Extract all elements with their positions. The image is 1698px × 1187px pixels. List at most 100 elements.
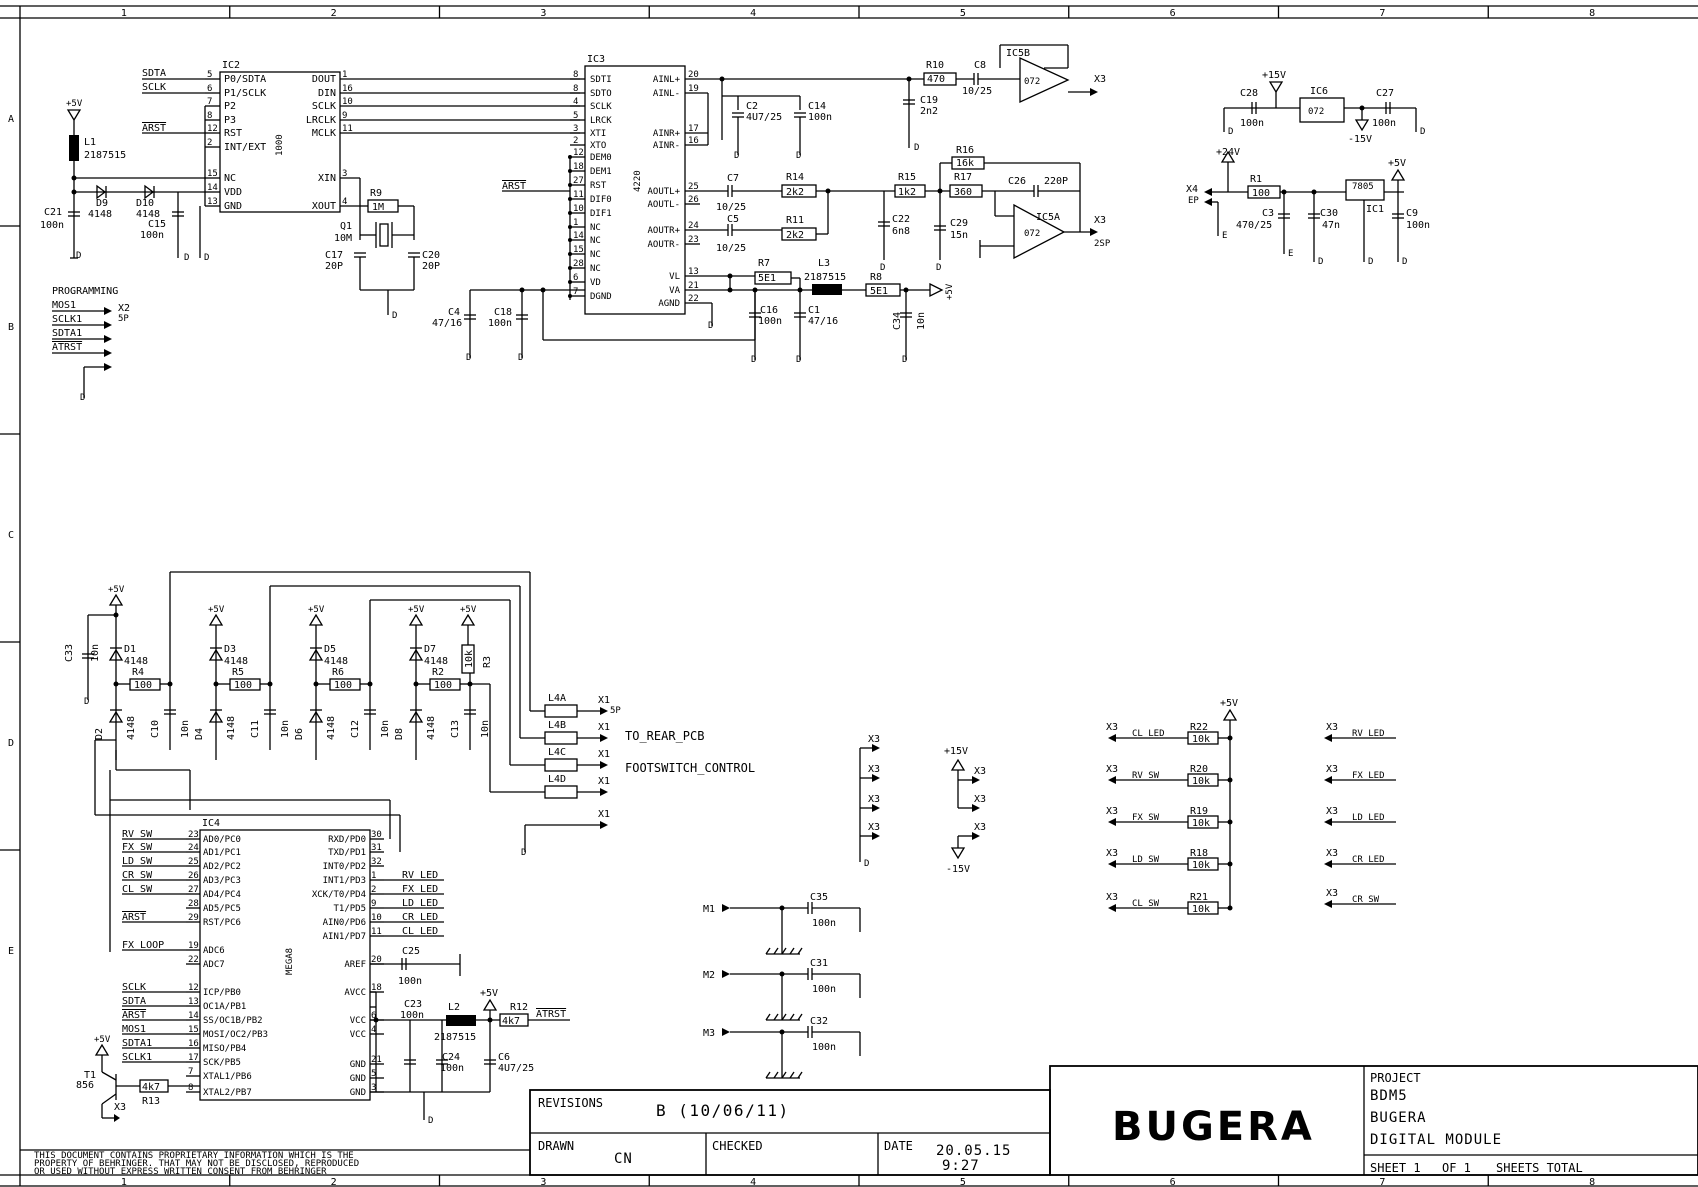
- label-mos1: MOS1: [52, 300, 76, 311]
- label-p5-ch: +5V: [308, 605, 325, 615]
- revisions-label: REVISIONS: [538, 1096, 603, 1110]
- ic3-right-pin: AOUTL+: [647, 187, 680, 197]
- label-rv_sw: RV_SW: [1132, 771, 1160, 781]
- ic3-left-num: 27: [573, 176, 584, 186]
- diode-bottom: [408, 710, 424, 723]
- ic4-ref: IC4: [202, 818, 220, 829]
- label-c35-value: 100n: [812, 918, 836, 929]
- regulator-7805-circuit: +24V X4 EP E R1 100 C3 470/25 E C30 47n …: [1186, 147, 1430, 267]
- net-arst-ic3: ARST: [502, 181, 526, 192]
- svg-text:D: D: [76, 251, 81, 261]
- label-c26v: 220P: [1044, 176, 1068, 187]
- ic4-left-num: 12: [188, 983, 199, 993]
- label-l4b: L4B: [548, 720, 566, 731]
- frame-row-A: A: [8, 114, 14, 125]
- label-resistor-ch-value: 100: [334, 680, 352, 691]
- ic4-left-pin: AD4/PC4: [203, 890, 241, 900]
- crystal-circuit: R9 1M Q1 10M C17 20P C20 20P D: [325, 177, 440, 321]
- label-r7v: 5E1: [758, 273, 776, 284]
- ic4-right-pin: INT1/PD3: [323, 876, 366, 886]
- disclaimer-line2: PROPERTY OF BEHRINGER. THAT MAY NOT BE D…: [34, 1159, 359, 1169]
- label-r1: R1: [1250, 174, 1262, 185]
- connector-x3-led: [1108, 776, 1116, 784]
- label-x3-led: X3: [1106, 892, 1118, 903]
- ferrite-l4b: [544, 731, 578, 745]
- connector-m3: [722, 1028, 730, 1036]
- label-l4d: L4D: [548, 774, 566, 785]
- label-r10v: 470: [927, 74, 945, 85]
- svg-text:D: D: [466, 353, 471, 363]
- ic3-right-pin: AOUTR+: [647, 226, 680, 236]
- label-x3-led: X3: [1106, 848, 1118, 859]
- label-p5-ch: +5V: [208, 605, 225, 615]
- label-c33: C33: [64, 644, 75, 662]
- label-c2v: 4U7/25: [746, 112, 782, 123]
- ic4-left-pin: XTAL1/PB6: [203, 1072, 252, 1082]
- label-diode-bottom: D2: [94, 728, 105, 740]
- ic2-right-pin: MCLK: [312, 128, 336, 139]
- date-value: 20.05.15: [936, 1143, 1011, 1159]
- label-c31-value: 100n: [812, 984, 836, 995]
- label-c30v: 47n: [1322, 220, 1340, 231]
- label-cap-ch-value: 10n: [180, 720, 191, 738]
- connector-x3-led: [1108, 818, 1116, 826]
- diode-top: [308, 648, 324, 661]
- label-x3-right: X3: [1326, 806, 1338, 817]
- label-r13: R13: [142, 1096, 160, 1107]
- label-c19v: 2n2: [920, 106, 938, 117]
- label-x2v: 5P: [118, 314, 129, 324]
- frame-col-bottom-3: 3: [540, 1177, 546, 1187]
- label-footswitch-control: FOOTSWITCH_CONTROL: [625, 761, 755, 775]
- label-c31: C31: [810, 958, 828, 969]
- frame-col-bottom-6: 6: [1170, 1177, 1176, 1187]
- ic4-left-num: 13: [188, 997, 199, 1007]
- diode-bottom: [308, 710, 324, 723]
- label-p5-t1: +5V: [94, 1035, 111, 1045]
- ic4-right-num: 20: [371, 955, 382, 965]
- label-l3v: 2187515: [804, 272, 846, 283]
- label-t1v: 856: [76, 1080, 94, 1091]
- ic4-left-pin: SCK/PB5: [203, 1058, 241, 1068]
- ic3-part: 4220: [633, 170, 643, 192]
- label-q1v: 10M: [334, 233, 352, 244]
- label-c34v: 10n: [916, 312, 927, 330]
- frame-col-1: 1: [121, 8, 127, 19]
- ic2-left-num: 2: [207, 138, 212, 148]
- label-c23v: 100n: [400, 1010, 424, 1021]
- ic4-left-pin: ADC7: [203, 960, 225, 970]
- ic4-left-num: 16: [188, 1039, 199, 1049]
- label-cap-ch: C13: [450, 720, 461, 738]
- transistor-t1-circuit: +5V X3 T1 856 4k7 R13: [76, 1035, 200, 1122]
- ic4-right-num: 6: [371, 1011, 376, 1021]
- label-c4: C4: [448, 307, 460, 318]
- svg-text:D: D: [751, 355, 756, 365]
- label-c34: C34: [892, 312, 903, 330]
- footswitch-input-network: +5V C33 10n D D14148R4100D2414810kC1010n…: [64, 571, 755, 858]
- svg-text:D: D: [518, 353, 523, 363]
- ic3-left-num: 4: [573, 97, 578, 107]
- label-c8: C8: [974, 60, 986, 71]
- label-atrst: ATRST: [52, 342, 82, 353]
- label-x2: X2: [118, 303, 130, 314]
- ic4-net-label: FX_LED: [402, 884, 438, 895]
- ic4-net-label: RV_SW: [122, 829, 153, 840]
- label-t1: T1: [84, 1070, 96, 1081]
- ic2-left-num: 15: [207, 169, 218, 179]
- label-ic5b: IC5B: [1006, 48, 1030, 59]
- label-x4v: EP: [1188, 196, 1199, 206]
- svg-text:D: D: [1318, 257, 1323, 267]
- label-ic5av: 072: [1024, 229, 1040, 239]
- ic3-left-num: 8: [573, 70, 578, 80]
- connector-m1: [722, 904, 730, 912]
- ic4-left-pin: XTAL2/PB7: [203, 1088, 252, 1098]
- label-c6v: 4U7/25: [498, 1063, 534, 1074]
- label-r15v: 1k2: [898, 187, 916, 198]
- ic4-net-label: RV_LED: [402, 870, 438, 881]
- ic4-right-pin: AIN0/PD6: [323, 918, 366, 928]
- label-c7: C7: [727, 173, 739, 184]
- label-x3-ic5a: X3: [1094, 215, 1106, 226]
- ic4-right-pin: AREF: [344, 960, 366, 970]
- label-c19: C19: [920, 95, 938, 106]
- label-r14: R14: [786, 172, 804, 183]
- label-x3-top: X3: [1094, 74, 1106, 85]
